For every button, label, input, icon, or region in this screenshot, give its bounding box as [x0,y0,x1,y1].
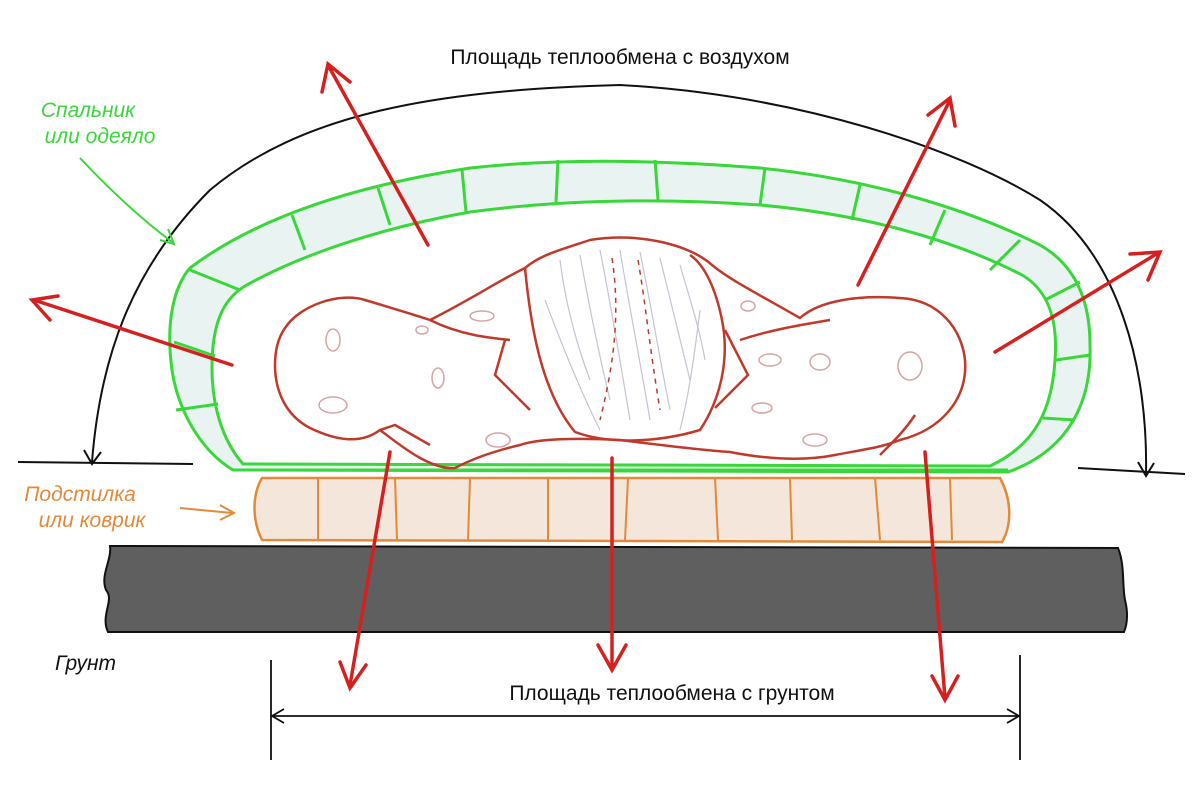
air-outline-left-arrowhead [83,449,102,466]
mat-segments [317,477,953,541]
heat-arrow-up-left [326,63,430,247]
heat-arrow-down-left [348,450,392,687]
ground-area-label: Площадь теплообмена с грунтом [509,682,834,705]
air-area-label: Площадь теплообмена с воздухом [450,46,789,69]
heat-arrow-down-right [923,450,947,700]
heat-arrow-left [32,298,234,367]
sleeping-bag-segments [173,159,1091,422]
sleeping-bag-pointer [79,157,176,246]
ground-label: Грунт [55,652,116,675]
mat-label-line2: или коврик [39,509,147,532]
head-hair-strokes [544,249,706,431]
head-dashes [599,257,661,421]
sleeping-mat [253,476,1011,544]
mat-pointer [179,504,237,521]
air-outline-right-arrowhead [1137,461,1155,478]
heat-arrow-right [993,251,1160,354]
ground-area-dimension [270,655,1021,760]
ground-slab [103,544,1129,633]
person-body [273,236,967,470]
air-exchange-outline [91,83,1148,475]
sleeping-bag-label-line1: Спальник [41,99,136,122]
ground-surface-line-left [17,461,194,465]
heat-arrows [28,60,1163,704]
mat-label-line1: Подстилка [24,483,136,506]
ground-surface-line-right [1077,467,1186,475]
body-spots [318,300,923,448]
heat-arrow-up-right [856,98,952,287]
sleeping-bag-cavity [210,199,1057,468]
sleeping-bag-label-line2: или одеяло [45,125,156,148]
